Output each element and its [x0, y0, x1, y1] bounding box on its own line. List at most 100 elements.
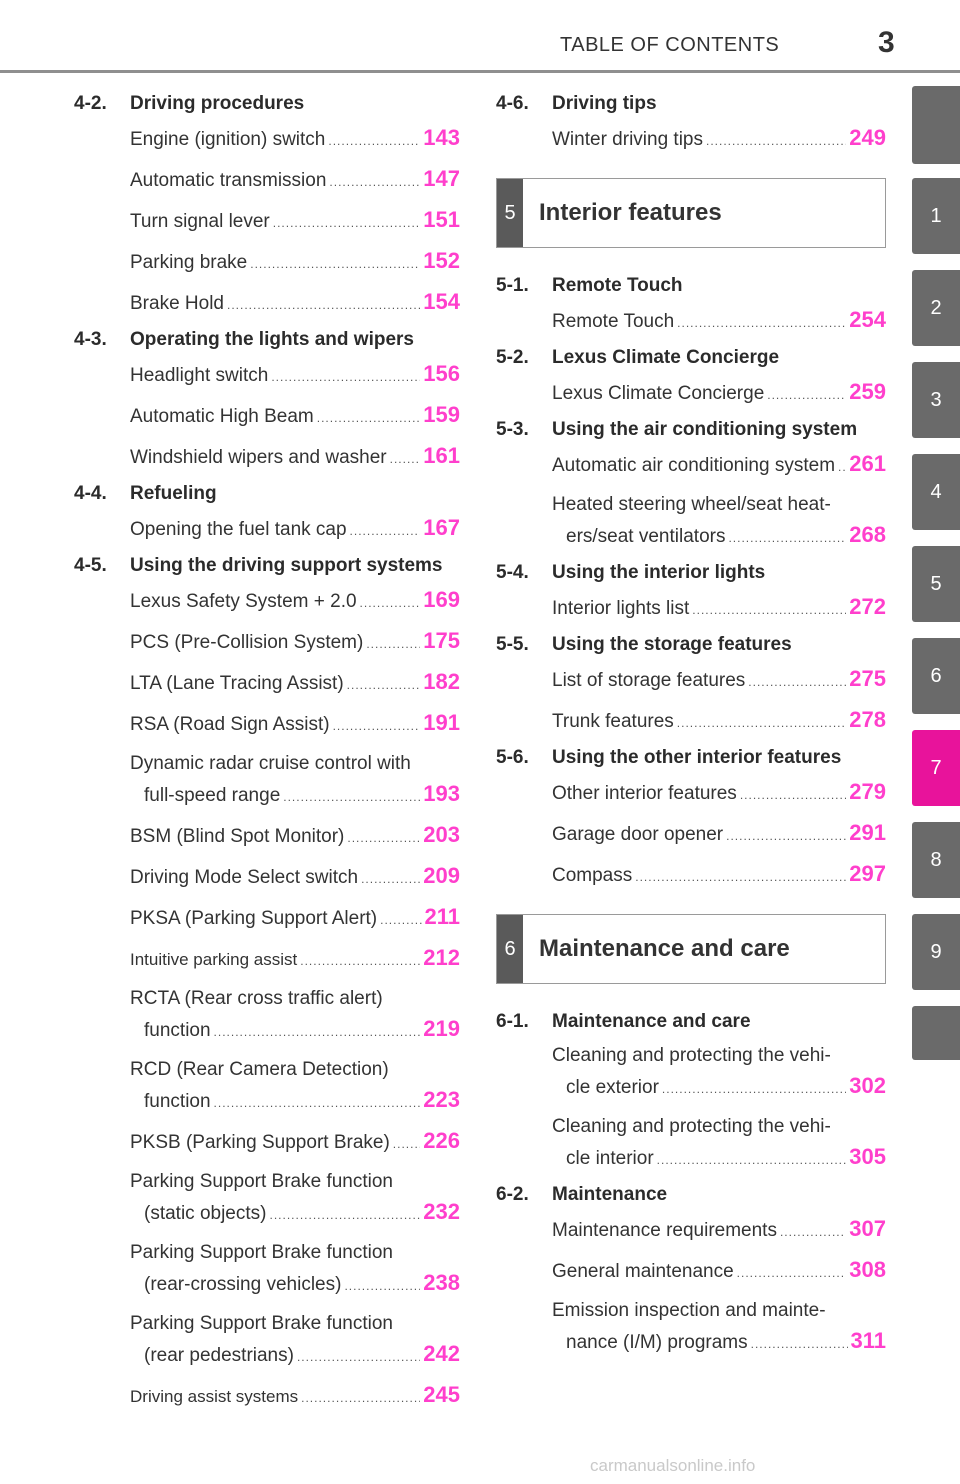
toc-entry[interactable]: Automatic transmission..................… — [74, 164, 460, 197]
toc-entry[interactable]: Parking Support Brake function(static ob… — [74, 1167, 460, 1230]
toc-entry[interactable]: Parking Support Brake function(rear pede… — [74, 1309, 460, 1372]
toc-entry[interactable]: Automatic High Beam.....................… — [74, 400, 460, 433]
chapter-tab[interactable] — [912, 86, 960, 164]
page-link[interactable]: 302 — [849, 1073, 886, 1098]
toc-entry[interactable]: Headlight switch........................… — [74, 359, 460, 392]
page-link[interactable]: 223 — [423, 1087, 460, 1112]
section-title: Refueling — [130, 483, 217, 504]
toc-entry[interactable]: Remote Touch............................… — [496, 305, 886, 338]
page-link[interactable]: 151 — [423, 207, 460, 232]
toc-entry[interactable]: Garage door opener......................… — [496, 818, 886, 851]
page-link[interactable]: 193 — [423, 781, 460, 806]
toc-entry[interactable]: LTA (Lane Tracing Assist)...............… — [74, 667, 460, 700]
page-link[interactable]: 203 — [423, 822, 460, 847]
page-link[interactable]: 272 — [849, 594, 886, 619]
chapter-tab[interactable]: 8 — [912, 822, 960, 898]
toc-entry[interactable]: Brake Hold..............................… — [74, 287, 460, 320]
toc-entry[interactable]: Compass.................................… — [496, 859, 886, 892]
toc-entry[interactable]: Lexus Climate Concierge.................… — [496, 377, 886, 410]
page-link[interactable]: 143 — [423, 125, 460, 150]
toc-entry[interactable]: Automatic air conditioning system.......… — [496, 449, 886, 482]
page-link[interactable]: 259 — [849, 379, 886, 404]
chapter-tab[interactable]: 6 — [912, 638, 960, 714]
toc-entry[interactable]: Parking brake...........................… — [74, 246, 460, 279]
toc-entry[interactable]: RCTA (Rear cross traffic alert)function.… — [74, 984, 460, 1047]
toc-entry[interactable]: Interior lights list....................… — [496, 592, 886, 625]
page-link[interactable]: 212 — [423, 945, 460, 970]
page-link[interactable]: 305 — [849, 1144, 886, 1169]
toc-entry[interactable]: Windshield wipers and washer............… — [74, 441, 460, 474]
page-link[interactable]: 147 — [423, 166, 460, 191]
entry-label: Automatic High Beam — [130, 406, 314, 427]
toc-entry[interactable]: Engine (ignition) switch................… — [74, 123, 460, 156]
chapter-tab[interactable]: 5 — [912, 546, 960, 622]
toc-entry[interactable]: List of storage features................… — [496, 664, 886, 697]
chapter-tab[interactable] — [912, 1006, 960, 1060]
toc-entry[interactable]: RCD (Rear Camera Detection)function.....… — [74, 1055, 460, 1118]
chapter-5-header[interactable]: 5 Interior features — [496, 178, 886, 248]
page-link[interactable]: 226 — [423, 1128, 460, 1153]
chapter-tab[interactable]: 1 — [912, 178, 960, 254]
toc-entry[interactable]: PCS (Pre-Collision System)..............… — [74, 626, 460, 659]
toc-entry[interactable]: Driving Mode Select switch..............… — [74, 861, 460, 894]
toc-entry[interactable]: Turn signal lever.......................… — [74, 205, 460, 238]
page-link[interactable]: 307 — [849, 1216, 886, 1241]
page-link[interactable]: 308 — [849, 1257, 886, 1282]
page-link[interactable]: 159 — [423, 402, 460, 427]
toc-entry[interactable]: Emission inspection and mainte-nance (I/… — [496, 1296, 886, 1359]
page-link[interactable]: 152 — [423, 248, 460, 273]
chapter-6-header[interactable]: 6 Maintenance and care — [496, 914, 886, 984]
page-link[interactable]: 232 — [423, 1199, 460, 1224]
chapter-tab[interactable]: 2 — [912, 270, 960, 346]
toc-entry[interactable]: Cleaning and protecting the vehi-cle int… — [496, 1112, 886, 1175]
toc-entry[interactable]: Driving assist systems..................… — [74, 1380, 460, 1413]
page-link[interactable]: 268 — [849, 522, 886, 547]
dot-leader: ........................................… — [706, 134, 846, 148]
page-link[interactable]: 279 — [849, 779, 886, 804]
page-link[interactable]: 169 — [423, 587, 460, 612]
page-link[interactable]: 245 — [423, 1382, 460, 1407]
toc-entry[interactable]: Winter driving tips.....................… — [496, 123, 886, 156]
page-link[interactable]: 249 — [849, 125, 886, 150]
page-link[interactable]: 191 — [423, 710, 460, 735]
page-link[interactable]: 156 — [423, 361, 460, 386]
chapter-tab[interactable]: 3 — [912, 362, 960, 438]
page-link[interactable]: 291 — [849, 820, 886, 845]
chapter-tab[interactable]: 4 — [912, 454, 960, 530]
page-link[interactable]: 161 — [423, 443, 460, 468]
toc-entry[interactable]: PKSA (Parking Support Alert)............… — [74, 902, 460, 935]
toc-entry[interactable]: General maintenance.....................… — [496, 1255, 886, 1288]
toc-entry[interactable]: Other interior features.................… — [496, 777, 886, 810]
page-link[interactable]: 238 — [423, 1270, 460, 1295]
toc-entry[interactable]: RSA (Road Sign Assist)..................… — [74, 708, 460, 741]
page-link[interactable]: 254 — [849, 307, 886, 332]
toc-entry[interactable]: Parking Support Brake function(rear-cros… — [74, 1238, 460, 1301]
chapter-tab[interactable]: 9 — [912, 914, 960, 990]
chapter-tabs: 1 2 3 4 5 6 7 8 9 — [912, 86, 960, 1076]
page-link[interactable]: 242 — [423, 1341, 460, 1366]
toc-entry[interactable]: Lexus Safety System + 2.0...............… — [74, 585, 460, 618]
page-link[interactable]: 182 — [423, 669, 460, 694]
toc-entry[interactable]: BSM (Blind Spot Monitor)................… — [74, 820, 460, 853]
chapter-tab[interactable]: 7 — [912, 730, 960, 806]
toc-entry[interactable]: Trunk features..........................… — [496, 705, 886, 738]
page-link[interactable]: 219 — [423, 1016, 460, 1041]
page-link[interactable]: 261 — [849, 451, 886, 476]
page-link[interactable]: 167 — [423, 515, 460, 540]
page-link[interactable]: 278 — [849, 707, 886, 732]
page-link[interactable]: 297 — [849, 861, 886, 886]
toc-entry[interactable]: Cleaning and protecting the vehi-cle ext… — [496, 1041, 886, 1104]
toc-entry[interactable]: Intuitive parking assist................… — [74, 943, 460, 976]
toc-entry[interactable]: Opening the fuel tank cap...............… — [74, 513, 460, 546]
page-link[interactable]: 275 — [849, 666, 886, 691]
page-link[interactable]: 209 — [423, 863, 460, 888]
toc-entry[interactable]: PKSB (Parking Support Brake)............… — [74, 1126, 460, 1159]
toc-entry[interactable]: Heated steering wheel/seat heat-ers/seat… — [496, 490, 886, 553]
page-link[interactable]: 211 — [424, 904, 461, 929]
toc-entry[interactable]: Maintenance requirements................… — [496, 1214, 886, 1247]
page-link[interactable]: 154 — [423, 289, 460, 314]
page-link[interactable]: 175 — [423, 628, 460, 653]
section-number: 4-4. — [74, 483, 107, 504]
page-link[interactable]: 311 — [850, 1328, 887, 1353]
